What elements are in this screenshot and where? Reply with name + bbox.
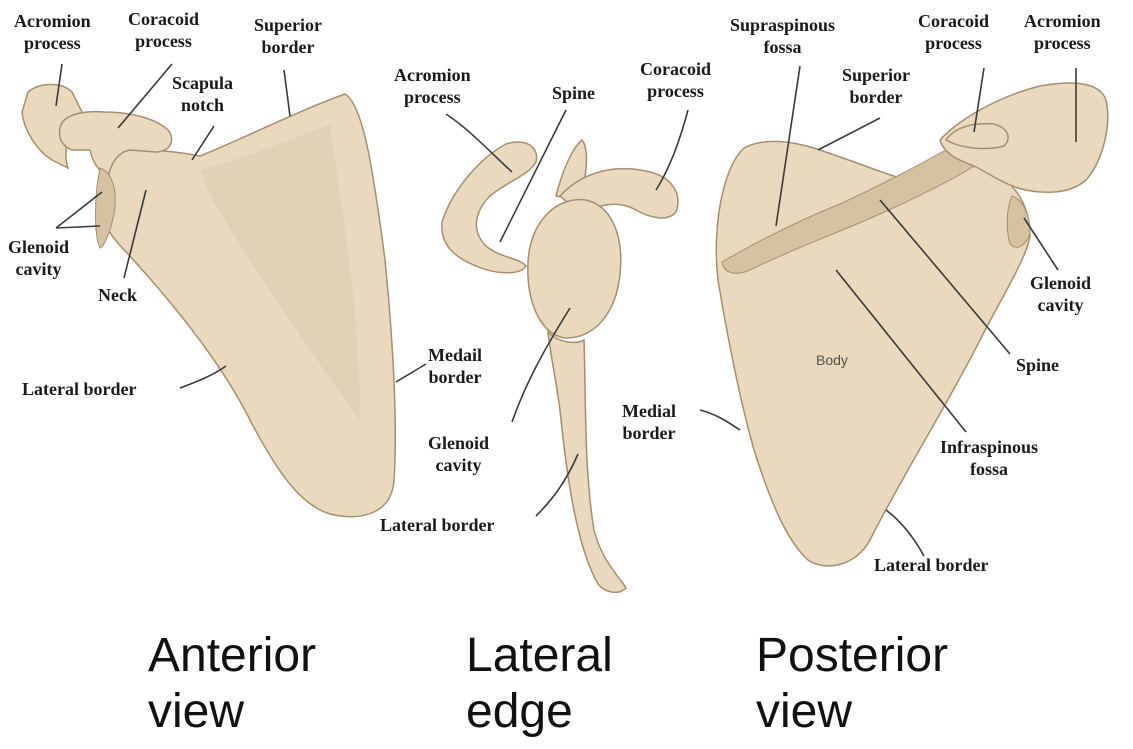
label-anterior-glenoid-cavity: Glenoid cavity: [8, 236, 69, 280]
label-anterior-neck: Neck: [98, 284, 137, 306]
label-anterior-superior-border: Superior border: [254, 14, 322, 58]
label-posterior-spine: Spine: [1016, 354, 1059, 376]
leader-post-lateral: [886, 510, 924, 556]
label-posterior-infraspinous-fossa: Infraspinous fossa: [940, 436, 1038, 480]
label-anterior-coracoid-process: Coracoid process: [128, 8, 199, 52]
label-posterior-lateral-border: Lateral border: [874, 554, 988, 576]
leader-post-superior: [818, 118, 880, 150]
label-posterior-superior-border: Superior border: [842, 64, 910, 108]
label-lateral-lateral-border: Lateral border: [380, 514, 494, 536]
leader-post-glenoid: [1024, 218, 1058, 270]
caption-lateral-edge: Lateral edge: [466, 628, 613, 740]
lateral-border-shape: [548, 332, 626, 592]
label-anterior-scapula-notch: Scapula notch: [172, 72, 233, 116]
label-anterior-medial-border: Medail border: [428, 344, 482, 388]
label-lateral-spine: Spine: [552, 82, 595, 104]
label-posterior-acromion-process: Acromion process: [1024, 10, 1101, 54]
label-anterior-acromion-process: Acromion process: [14, 10, 91, 54]
label-posterior-glenoid-cavity: Glenoid cavity: [1030, 272, 1091, 316]
leader-ant-medial: [396, 364, 426, 382]
label-lateral-glenoid-cavity: Glenoid cavity: [428, 432, 489, 476]
leader-ant-glenoid-2: [56, 226, 100, 228]
leader-ant-superior: [284, 70, 290, 116]
label-lateral-coracoid-process: Coracoid process: [640, 58, 711, 102]
caption-anterior-view: Anterior view: [148, 628, 316, 740]
label-posterior-coracoid-process: Coracoid process: [918, 10, 989, 54]
lateral-glenoid-shape: [528, 200, 621, 338]
label-anterior-lateral-border: Lateral border: [22, 378, 136, 400]
lateral-acromion-shape: [442, 142, 537, 273]
posterior-scapula-drawing: [716, 83, 1107, 566]
label-posterior-medial-border: Medial border: [622, 400, 676, 444]
leader-post-medial: [700, 410, 740, 430]
label-posterior-body: Body: [816, 352, 848, 368]
label-lateral-acromion-process: Acromion process: [394, 64, 471, 108]
caption-posterior-view: Posterior view: [756, 628, 948, 740]
label-posterior-supraspinous-fossa: Supraspinous fossa: [730, 14, 835, 58]
anterior-scapula-drawing: [22, 85, 395, 517]
leader-ant-lateral: [180, 366, 226, 388]
